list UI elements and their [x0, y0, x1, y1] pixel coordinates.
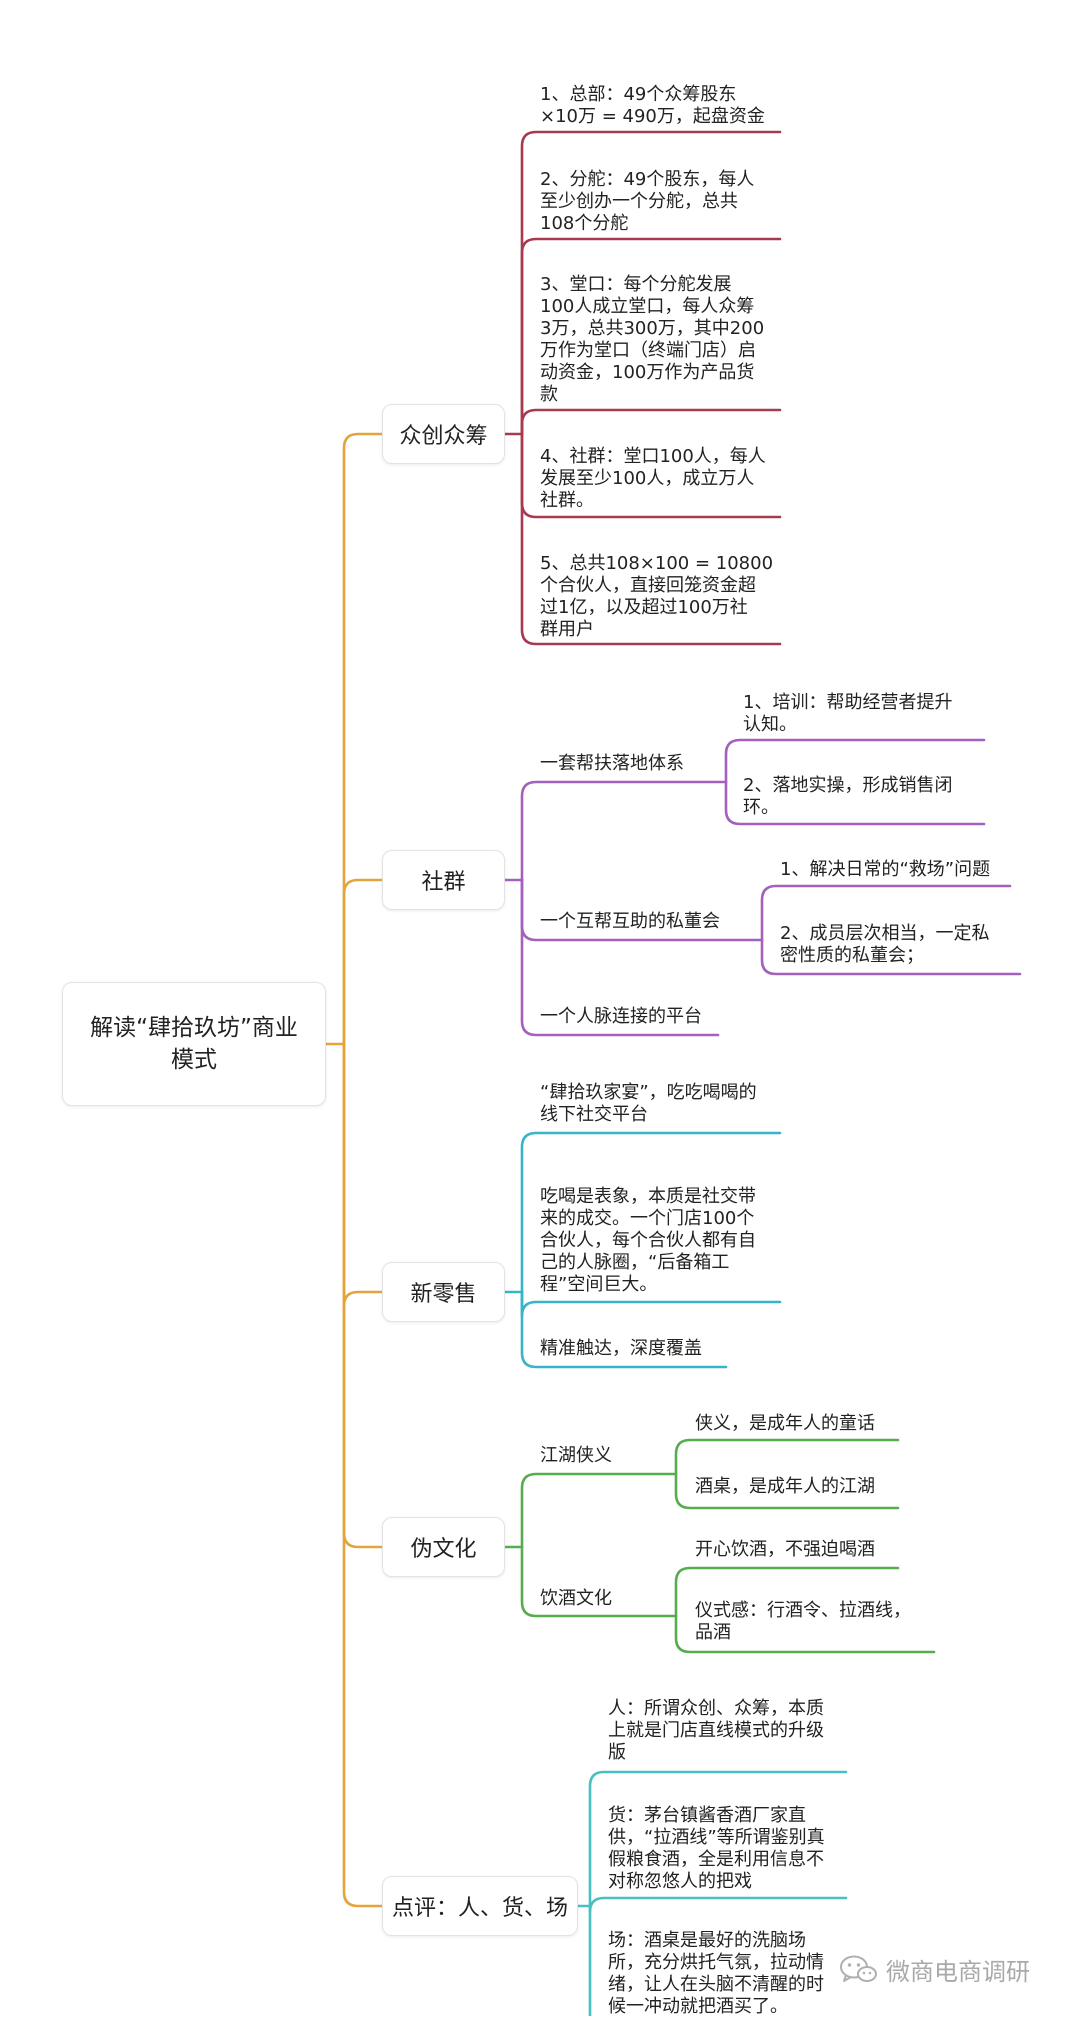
branch-community-label: 社群	[421, 870, 466, 895]
crowdfunding-item: 5、总共108×100 = 10800 个合伙人，直接回笼资金超 过1亿，以及超…	[540, 553, 774, 640]
culture-drinking-label: 饮酒文化	[540, 1588, 612, 1609]
crowdfunding-item: 2、分舵：49个股东，每人 至少创办一个分舵，总共 108个分舵	[540, 169, 755, 234]
crowdfunding-item: 4、社群：堂口100人，每人 发展至少100人，成立万人 社群。	[540, 446, 766, 511]
branch-crowdfunding-label: 众创众筹	[399, 424, 488, 449]
branch-newretail-label: 新零售	[410, 1282, 477, 1307]
newretail-item: 精准触达，深度覆盖	[540, 1338, 702, 1359]
community-support-item: 1、培训：帮助经营者提升 认知。	[743, 692, 953, 735]
wechat-icon	[840, 1955, 877, 1982]
community-connectors	[503, 738, 1022, 1037]
watermark-text: 微商电商调研	[886, 1957, 1030, 1986]
community-board-item: 1、解决日常的“救场”问题	[780, 859, 991, 880]
culture-jianghu-label: 江湖侠义	[540, 1445, 612, 1466]
newretail-item: 吃喝是表象，本质是社交带 来的成交。一个门店100个 合伙人，每个合伙人都有自 …	[540, 1186, 756, 1295]
branch-culture: 伪文化	[382, 1517, 505, 1577]
culture-drinking-item: 开心饮酒，不强迫喝酒	[695, 1539, 875, 1560]
community-support-item: 2、落地实操，形成销售闭 环。	[743, 775, 953, 818]
review-item: 货：茅台镇酱香酒厂家直 供，“拉酒线”等所谓鉴别真 假粮食酒，全是利用信息不 对…	[608, 1805, 825, 1892]
newretail-item: “肆拾玖家宴”，吃吃喝喝的 线下社交平台	[540, 1082, 757, 1125]
crowdfunding-connectors	[503, 130, 782, 646]
culture-jianghu-item: 酒桌，是成年人的江湖	[695, 1476, 875, 1497]
review-item: 人：所谓众创、众筹，本质 上就是门店直线模式的升级 版	[608, 1698, 824, 1763]
culture-connectors	[503, 1438, 936, 1654]
newretail-connectors	[503, 1131, 782, 1369]
community-board-label: 一个互帮互助的私董会	[540, 911, 720, 932]
branch-culture-label: 伪文化	[410, 1537, 477, 1562]
culture-jianghu-item: 侠义，是成年人的童话	[695, 1413, 875, 1434]
root-title: 解读“肆拾玖坊”商业模式	[90, 1015, 298, 1073]
community-board-item: 2、成员层次相当，一定私 密性质的私董会；	[780, 923, 990, 966]
watermark: 微商电商调研	[838, 1952, 1030, 1986]
review-item: 场：酒桌是最好的洗脑场 所，充分烘托气氛，拉动情 绪，让人在头脑不清醒的时 候一…	[608, 1930, 824, 2017]
community-support-label: 一套帮扶落地体系	[540, 753, 684, 774]
community-network-label: 一个人脉连接的平台	[540, 1006, 702, 1027]
root-node: 解读“肆拾玖坊”商业模式	[62, 982, 326, 1106]
branch-crowdfunding: 众创众筹	[382, 404, 505, 464]
crowdfunding-item: 1、总部：49个众筹股东 ×10万 = 490万，起盘资金	[540, 84, 765, 127]
trunk-connectors	[324, 432, 384, 1908]
crowdfunding-item: 3、堂口：每个分舵发展 100人成立堂口，每人众筹 3万，总共300万，其中20…	[540, 274, 765, 405]
branch-review: 点评：人、货、场	[382, 1876, 578, 1936]
review-connectors	[576, 1770, 848, 2016]
culture-drinking-item: 仪式感：行酒令、拉酒线， 品酒	[695, 1600, 911, 1643]
branch-newretail: 新零售	[382, 1262, 505, 1322]
branch-review-label: 点评：人、货、场	[391, 1896, 568, 1921]
branch-community: 社群	[382, 850, 505, 910]
